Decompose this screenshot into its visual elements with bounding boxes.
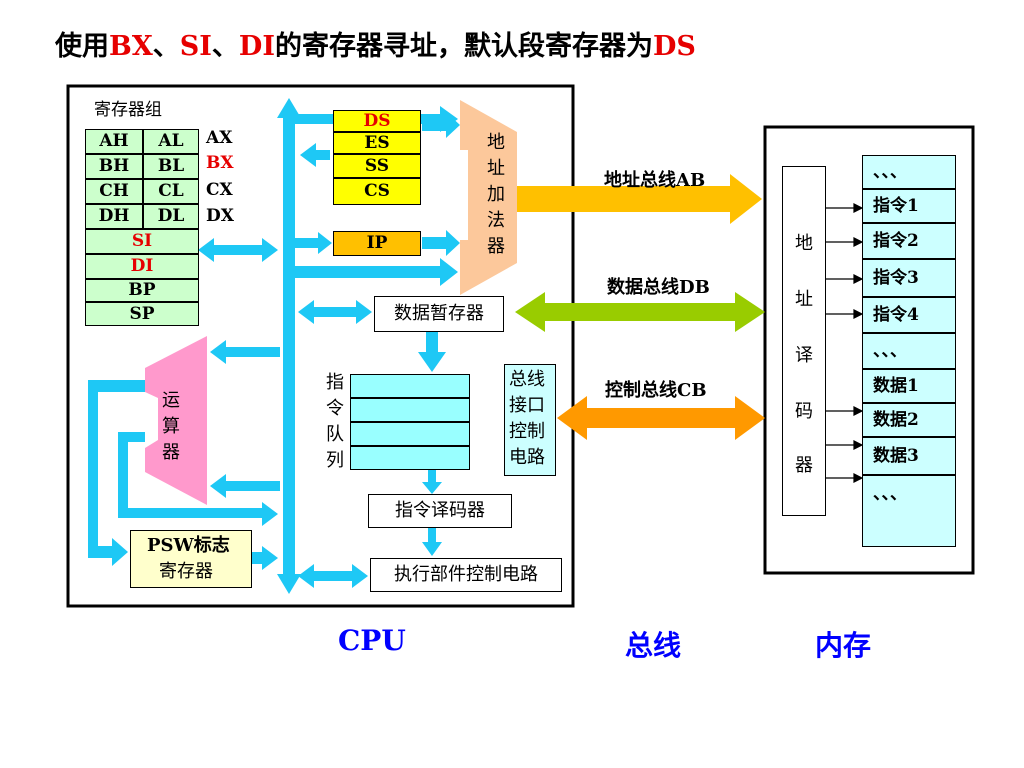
queue-char-3: 队 [326, 424, 344, 445]
queue-char-2: 令 [326, 398, 344, 419]
bus-interface-line-2: 接口 [509, 395, 545, 416]
bus-to-seg-arrow [300, 143, 330, 167]
data-temp-register: 数据暂存器 [374, 296, 504, 332]
adder-char-4: 法 [487, 210, 505, 231]
decoder-char-1: 地 [795, 233, 813, 254]
address-adder-shape [460, 100, 517, 295]
alu-psw-path [88, 380, 145, 566]
memory-cell: 数据2 [862, 403, 956, 437]
alu-char-1: 运 [162, 390, 180, 411]
seg-ss: SS [333, 154, 421, 178]
queue-to-decoder-arrow [422, 470, 442, 494]
bus-interface-control: 总线 接口 控制 电路 [504, 364, 556, 476]
decoder-char-3: 译 [795, 345, 813, 366]
reg-si: SI [85, 229, 199, 254]
reg-bl: BL [143, 154, 199, 179]
memory-label: 内存 [815, 629, 872, 662]
psw-bus-arrow [252, 546, 278, 570]
memory-cell: 、、、 [862, 155, 956, 189]
reg-bh: BH [85, 154, 143, 179]
reg-name-dx: DX [206, 206, 234, 226]
bus-interface-line-4: 电路 [509, 447, 545, 468]
bus-to-alu-arrow-2 [210, 474, 280, 498]
ds-to-adder-arrow [422, 112, 460, 138]
reg-ch: CH [85, 179, 143, 204]
instruction-decoder: 指令译码器 [368, 494, 512, 528]
reg-cl: CL [143, 179, 199, 204]
reg-sp: SP [85, 302, 199, 326]
data-bus-arrow [515, 292, 765, 332]
memory-frame [763, 125, 975, 575]
queue-char-4: 列 [326, 450, 344, 471]
bus-to-ip-arrow [295, 232, 332, 254]
memory-cell: 指令3 [862, 259, 956, 297]
memory-cell: 数据3 [862, 437, 956, 475]
adder-char-1: 地 [487, 132, 505, 153]
alu-output-path [118, 432, 278, 526]
bus-interface-line-3: 控制 [509, 421, 545, 442]
bus-to-alu-arrow-1 [210, 340, 280, 364]
decoder-char-5: 器 [795, 455, 813, 476]
alu-char-3: 器 [162, 442, 180, 463]
data-temp-arrow [298, 300, 372, 324]
decoder-to-exec-arrow [422, 528, 442, 556]
bus-interface-line-1: 总线 [509, 369, 545, 390]
address-decoder: 地 址 译 码 器 [782, 166, 826, 516]
reg-name-ax: AX [206, 128, 233, 148]
psw-register: PSW标志 寄存器 [130, 530, 252, 588]
memory-cell: 、、、 [862, 333, 956, 369]
bus-label: 总线 [625, 629, 682, 662]
exec-control-arrow [298, 564, 368, 588]
seg-cs: CS [333, 178, 421, 205]
ip-to-adder-arrow [422, 230, 460, 256]
memory-cell: 数据1 [862, 369, 956, 403]
reg-al: AL [143, 129, 199, 154]
adder-char-2: 址 [487, 158, 505, 179]
queue-char-1: 指 [326, 372, 344, 393]
address-bus-arrow [517, 174, 762, 224]
reg-name-cx: CX [206, 180, 233, 200]
queue-slot-4 [350, 446, 470, 470]
reg-ah: AH [85, 129, 143, 154]
alu-char-2: 算 [162, 416, 180, 437]
ip-register: IP [333, 231, 421, 256]
adder-char-3: 加 [487, 184, 505, 205]
seg-es: ES [333, 132, 421, 154]
temp-to-queue-arrow [418, 332, 446, 372]
psw-line-1: PSW标志 [147, 535, 230, 556]
memory-cell: 指令2 [862, 223, 956, 259]
psw-line-2: 寄存器 [159, 561, 213, 582]
control-bus-arrow [557, 396, 765, 440]
page-title: 使用BX、SI、DI的寄存器寻址，默认段寄存器为DS [55, 31, 696, 62]
reg-bp: BP [85, 279, 199, 302]
control-bus-label: 控制总线CB [605, 380, 707, 401]
exec-control-circuit: 执行部件控制电路 [370, 558, 562, 592]
seg-ds: DS [333, 110, 421, 132]
main-vertical-bus [277, 98, 301, 594]
data-bus-label: 数据总线DB [607, 277, 710, 298]
address-bus-label: 地址总线AB [604, 170, 706, 191]
reg-di: DI [85, 254, 199, 279]
bus-arrow-lower [295, 258, 458, 286]
queue-slot-2 [350, 398, 470, 422]
register-group-label: 寄存器组 [94, 100, 162, 120]
cpu-label: CPU [338, 624, 406, 657]
memory-cell: 指令1 [862, 189, 956, 223]
adder-char-5: 器 [487, 236, 505, 257]
reg-dh: DH [85, 204, 143, 229]
reg-bus-arrow [198, 238, 278, 262]
memory-cell: 、、、 [862, 475, 956, 547]
reg-dl: DL [143, 204, 199, 229]
decoder-char-2: 址 [795, 289, 813, 310]
cpu-frame [66, 84, 575, 608]
alu-shape [145, 336, 207, 505]
queue-slot-3 [350, 422, 470, 446]
queue-slot-1 [350, 374, 470, 398]
decoder-char-4: 码 [795, 401, 813, 422]
memory-cell: 指令4 [862, 297, 956, 333]
reg-name-bx: BX [206, 153, 234, 173]
